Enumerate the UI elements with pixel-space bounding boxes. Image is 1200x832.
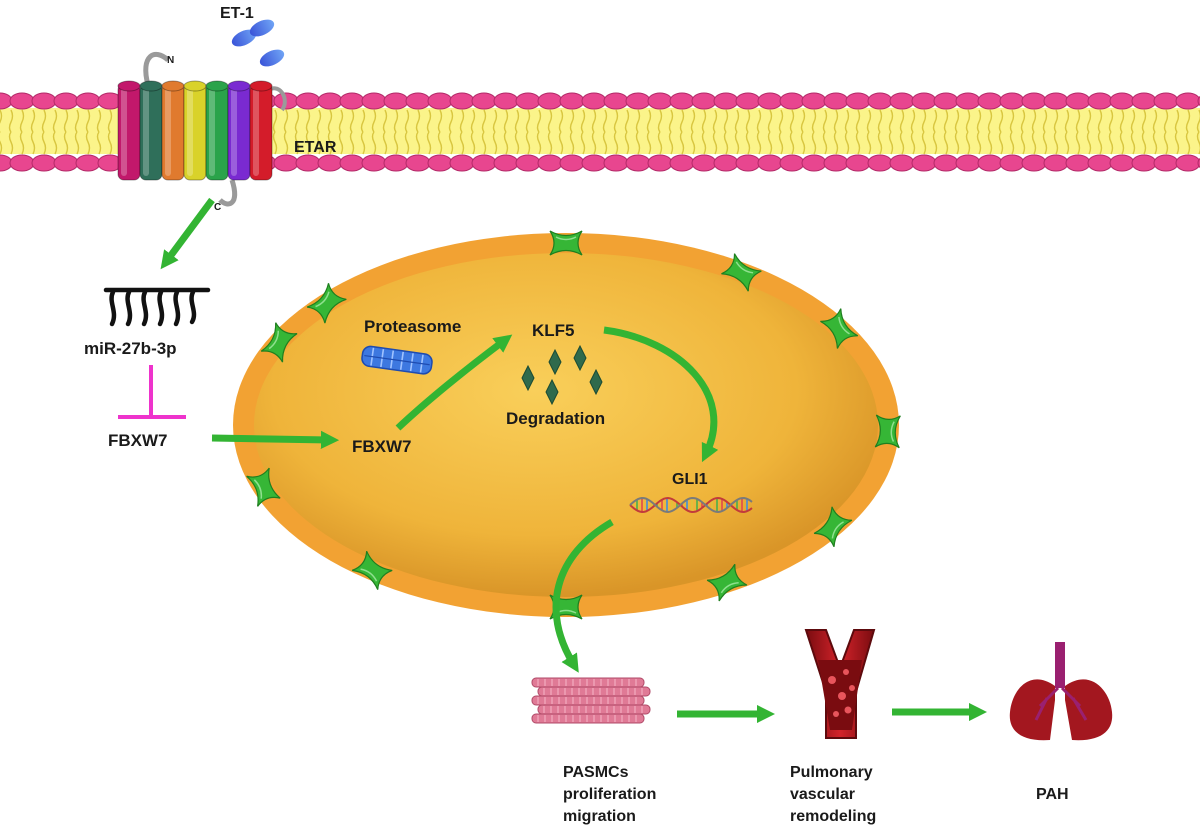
fbxw7-nucleus-label: FBXW7 — [352, 437, 412, 456]
proteasome-label: Proteasome — [364, 317, 461, 336]
vessel-icon — [804, 629, 876, 739]
ligand-label: ET-1 — [220, 5, 254, 22]
ligand-icon — [231, 19, 285, 67]
svg-text:Pulmonary: Pulmonary — [790, 764, 873, 781]
outcome-3-label: PAH — [1036, 786, 1069, 803]
receptor-n-terminus-label: N — [167, 55, 174, 66]
proteasome-icon — [361, 345, 433, 375]
muscle-fiber-icon — [531, 677, 651, 724]
nuclear-pores — [246, 230, 901, 620]
svg-text:remodeling: remodeling — [790, 808, 876, 825]
nucleus — [233, 233, 899, 617]
receptor-label: ETAR — [294, 139, 337, 156]
activation-arrow-klf5-gli1 — [603, 326, 719, 463]
activation-arrow-fbxw7-klf5 — [395, 334, 513, 431]
svg-text:vascular: vascular — [790, 786, 855, 803]
svg-text:proliferation: proliferation — [563, 786, 656, 803]
gli1-label: GLI1 — [672, 471, 708, 488]
svg-text:migration: migration — [563, 808, 636, 825]
inhibition-bar-mirna-fbxw7 — [118, 365, 186, 419]
degradation-label: Degradation — [506, 409, 605, 428]
svg-text:PASMCs: PASMCs — [563, 764, 629, 781]
outcome-1-label: PASMCs proliferation migration — [563, 764, 656, 825]
mirna-label: miR-27b-3p — [84, 339, 177, 358]
translocation-arrow — [211, 430, 340, 449]
receptor-icon — [117, 51, 287, 207]
activation-arrow-etar-mirna — [160, 197, 215, 270]
klf5-degrading-icon — [521, 344, 603, 406]
dna-icon — [629, 496, 753, 514]
fbxw7-cytoplasm-label: FBXW7 — [108, 431, 168, 450]
lungs-icon — [1009, 642, 1113, 741]
mirna-icon — [103, 287, 211, 327]
klf5-label: KLF5 — [532, 321, 575, 340]
receptor-c-terminus-label: C — [214, 202, 221, 213]
outcome-2-label: Pulmonary vascular remodeling — [790, 764, 876, 825]
activation-arrow-gli1-pasmcs — [552, 518, 614, 673]
